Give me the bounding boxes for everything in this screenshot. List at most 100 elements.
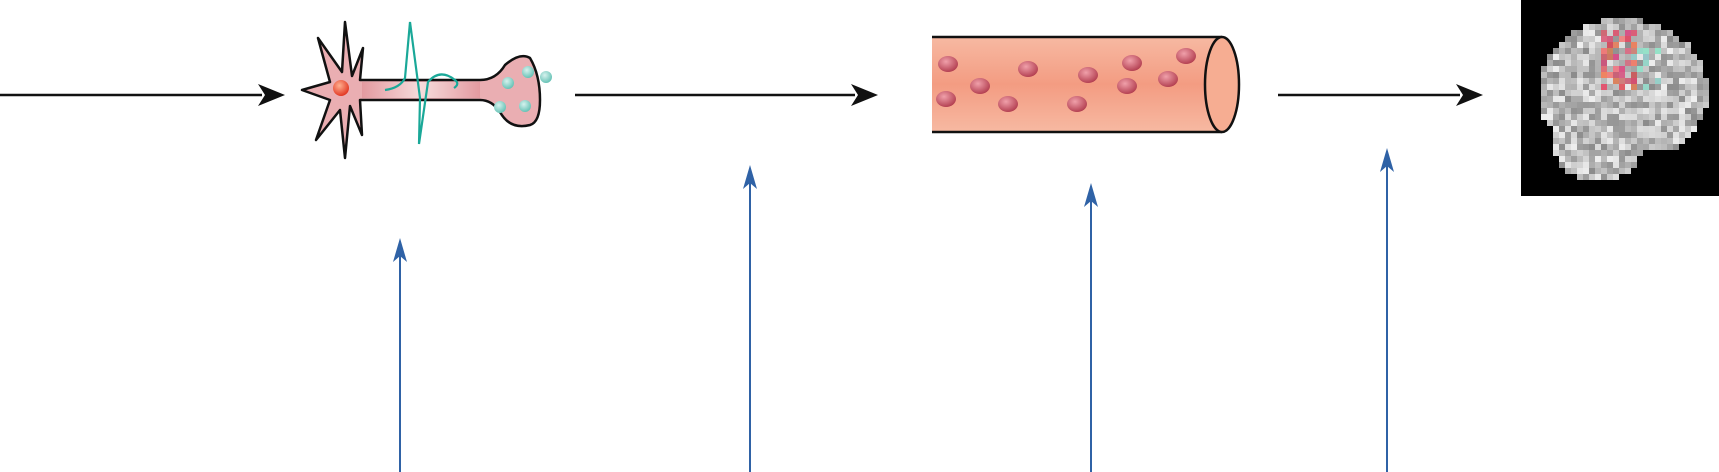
brain-voxel [1571, 42, 1577, 48]
brain-voxel [1565, 78, 1571, 84]
brain-voxel [1595, 90, 1601, 96]
brain-voxel [1655, 138, 1661, 144]
brain-voxel [1589, 72, 1595, 78]
brain-voxel [1673, 66, 1679, 72]
brain-voxel [1637, 144, 1643, 150]
brain-voxel [1601, 144, 1607, 150]
brain-voxel [1631, 126, 1637, 132]
brain-voxel [1595, 30, 1601, 36]
brain-voxel [1589, 126, 1595, 132]
brain-voxel [1613, 72, 1619, 78]
brain-voxel [1667, 66, 1673, 72]
brain-voxel [1703, 90, 1709, 96]
brain-voxel [1601, 114, 1607, 120]
brain-voxel [1691, 66, 1697, 72]
input-arrow-1 [393, 238, 407, 472]
brain-voxel [1547, 96, 1553, 102]
brain-voxel [1613, 36, 1619, 42]
brain-voxel [1601, 126, 1607, 132]
brain-voxel [1541, 114, 1547, 120]
brain-voxel [1601, 132, 1607, 138]
brain-voxel [1643, 84, 1649, 90]
brain-voxel [1601, 24, 1607, 30]
brain-voxel [1589, 162, 1595, 168]
brain-voxel [1607, 66, 1613, 72]
brain-voxel [1595, 108, 1601, 114]
brain-voxel [1565, 114, 1571, 120]
brain-voxel [1577, 78, 1583, 84]
brain-voxel [1685, 108, 1691, 114]
brain-voxel [1577, 36, 1583, 42]
brain-voxel [1667, 42, 1673, 48]
brain-voxel [1595, 162, 1601, 168]
brain-voxel [1673, 114, 1679, 120]
brain-voxel [1607, 90, 1613, 96]
brain-voxel [1577, 102, 1583, 108]
brain-voxel [1631, 42, 1637, 48]
brain-voxel [1559, 66, 1565, 72]
brain-voxel [1613, 144, 1619, 150]
brain-voxel [1613, 18, 1619, 24]
brain-voxel [1595, 138, 1601, 144]
brain-voxel [1577, 108, 1583, 114]
brain-voxel [1541, 72, 1547, 78]
brain-voxel [1595, 102, 1601, 108]
brain-voxel [1691, 54, 1697, 60]
brain-voxel [1601, 42, 1607, 48]
brain-voxel [1613, 120, 1619, 126]
brain-voxel [1643, 144, 1649, 150]
brain-voxel [1553, 78, 1559, 84]
brain-voxel [1607, 174, 1613, 180]
brain-voxel [1625, 150, 1631, 156]
brain-voxel [1547, 114, 1553, 120]
brain-voxel [1583, 96, 1589, 102]
brain-voxel [1643, 30, 1649, 36]
brain-voxel [1559, 54, 1565, 60]
brain-voxel [1541, 84, 1547, 90]
brain-voxel [1619, 132, 1625, 138]
brain-voxel [1565, 156, 1571, 162]
brain-voxel [1619, 138, 1625, 144]
brain-voxel [1553, 54, 1559, 60]
brain-voxel [1631, 84, 1637, 90]
brain-voxel [1571, 36, 1577, 42]
brain-voxel [1589, 114, 1595, 120]
brain-voxel [1547, 78, 1553, 84]
brain-voxel [1553, 60, 1559, 66]
brain-voxel [1661, 138, 1667, 144]
brain-voxel [1589, 156, 1595, 162]
brain-voxel [1601, 168, 1607, 174]
brain-voxel [1625, 48, 1631, 54]
brain-voxel [1541, 78, 1547, 84]
brain-voxel [1553, 138, 1559, 144]
brain-voxel [1577, 120, 1583, 126]
brain-voxel [1703, 102, 1709, 108]
brain-voxel [1655, 102, 1661, 108]
brain-voxel [1649, 60, 1655, 66]
brain-voxel [1649, 132, 1655, 138]
brain-voxel [1679, 48, 1685, 54]
brain-voxel [1589, 36, 1595, 42]
brain-voxel [1607, 48, 1613, 54]
brain-voxel [1691, 96, 1697, 102]
brain-voxel [1559, 114, 1565, 120]
brain-voxel [1631, 72, 1637, 78]
brain-voxel [1559, 120, 1565, 126]
brain-voxel [1553, 66, 1559, 72]
brain-voxel [1685, 120, 1691, 126]
brain-voxel [1619, 24, 1625, 30]
brain-voxel [1613, 174, 1619, 180]
brain-voxel [1559, 60, 1565, 66]
brain-voxel [1577, 114, 1583, 120]
brain-voxel [1649, 36, 1655, 42]
brain-voxel [1643, 78, 1649, 84]
brain-voxel [1643, 138, 1649, 144]
brain-voxel [1583, 162, 1589, 168]
brain-voxel [1553, 150, 1559, 156]
brain-voxel [1565, 66, 1571, 72]
brain-voxel [1607, 132, 1613, 138]
brain-voxel [1667, 108, 1673, 114]
brain-voxel [1685, 66, 1691, 72]
brain-voxel [1607, 114, 1613, 120]
brain-voxel [1601, 90, 1607, 96]
